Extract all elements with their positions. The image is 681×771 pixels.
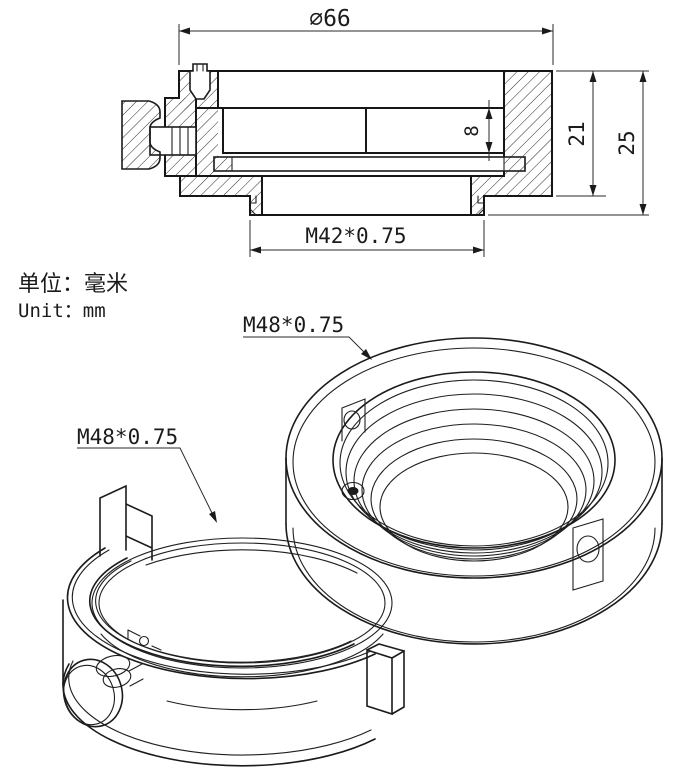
clamp-thumbscrew-knob	[62, 658, 124, 728]
unit-note-cn: 单位：毫米	[18, 272, 128, 297]
section-hatch-right-wall	[471, 71, 552, 215]
clamp-seat-ring-inner	[98, 542, 386, 664]
label-upper-ring-thread: M48*0.75	[243, 313, 344, 337]
dim-bottom-thread-m42: M42*0.75	[249, 220, 485, 257]
dim-clamp-ring-thread-m48: M48*0.75	[77, 425, 217, 523]
upper-ring-wall-bottom-inner	[292, 527, 656, 643]
clamp-detent	[138, 635, 150, 647]
section-body-outline	[164, 70, 553, 216]
dim-upper-ring-thread-m48: M48*0.75	[243, 313, 372, 360]
section-view	[121, 63, 553, 216]
label-glass-thickness: 8	[461, 125, 483, 136]
label-total-height: 25	[615, 130, 639, 155]
upper-ring-wall-bottom	[285, 523, 663, 645]
clamp-seat-wall-back	[145, 549, 358, 574]
label-bottom-thread: M42*0.75	[305, 224, 406, 248]
clamp-band-inner	[88, 557, 355, 668]
clamp-thumbscrew-knob-face	[63, 664, 115, 726]
upper-ring-bore-chamfer	[339, 379, 609, 547]
dim-inner-height-21: 21	[556, 70, 649, 197]
upper-ring-bore-edge	[332, 371, 616, 549]
clamp-detent-lines	[127, 629, 162, 651]
iso-clamp-ring	[62, 484, 405, 767]
upper-ring-screw-hole	[341, 481, 365, 501]
section-glass-element	[222, 107, 505, 154]
label-inner-height: 21	[565, 121, 589, 146]
upper-ring-thread-5	[379, 452, 569, 562]
upper-ring-wall-slot-hole	[576, 535, 600, 563]
upper-ring-outer-chamfer	[292, 347, 656, 577]
clamp-inner-wall-arc-2	[166, 700, 318, 711]
clamp-wall-bottom-inner	[68, 660, 372, 756]
section-set-screw-slot	[196, 63, 204, 72]
section-set-screw	[189, 63, 211, 100]
clamp-thumbscrew-collar-1	[95, 654, 131, 678]
upper-ring-outer-edge	[285, 337, 663, 579]
dim-total-height-25: 25	[488, 71, 649, 216]
clamp-wall-bottom	[62, 663, 376, 767]
section-retainer-hatch-left	[213, 156, 233, 172]
unit-note-en: Unit：mm	[18, 300, 106, 322]
dim-outer-diameter-66: ∅66	[178, 6, 554, 65]
clamp-thumbscrew-stem	[128, 663, 144, 687]
clamp-band-outer-chamfer	[71, 549, 372, 675]
iso-upper-ring	[285, 337, 663, 645]
section-thumbscrew-knob	[121, 100, 161, 170]
clamp-left-tab	[99, 484, 153, 561]
upper-ring-thread-4	[370, 438, 578, 560]
upper-ring-thread-2	[353, 408, 595, 554]
upper-ring-wall-slot	[572, 518, 604, 591]
upper-ring-ledge-notch	[341, 398, 366, 442]
clamp-seat-ring-outer	[91, 537, 393, 669]
dim-glass-thickness-8: 8	[461, 100, 493, 161]
section-thumbscrew-shaft-threads	[171, 126, 189, 156]
upper-ring-ledge-notch-hole	[343, 410, 361, 430]
clamp-inner-wall-arc	[100, 633, 384, 678]
clamp-right-tab	[366, 643, 405, 716]
section-thread-relief-notches	[249, 195, 485, 216]
upper-ring-wall-sides	[285, 457, 663, 525]
upper-ring-screw-slot	[347, 487, 359, 495]
clamp-thumbscrew-collar-2	[102, 668, 132, 688]
section-retainer-ring	[213, 156, 526, 172]
clamp-band-outer	[66, 547, 376, 680]
upper-ring-thread-1	[345, 393, 603, 551]
label-clamp-ring-thread: M48*0.75	[77, 425, 178, 449]
section-hatch-left-wall	[196, 110, 218, 176]
label-outer-diameter: ∅66	[309, 6, 351, 32]
section-retainer-hatch-right	[503, 156, 526, 172]
upper-ring-thread-3	[361, 423, 587, 557]
